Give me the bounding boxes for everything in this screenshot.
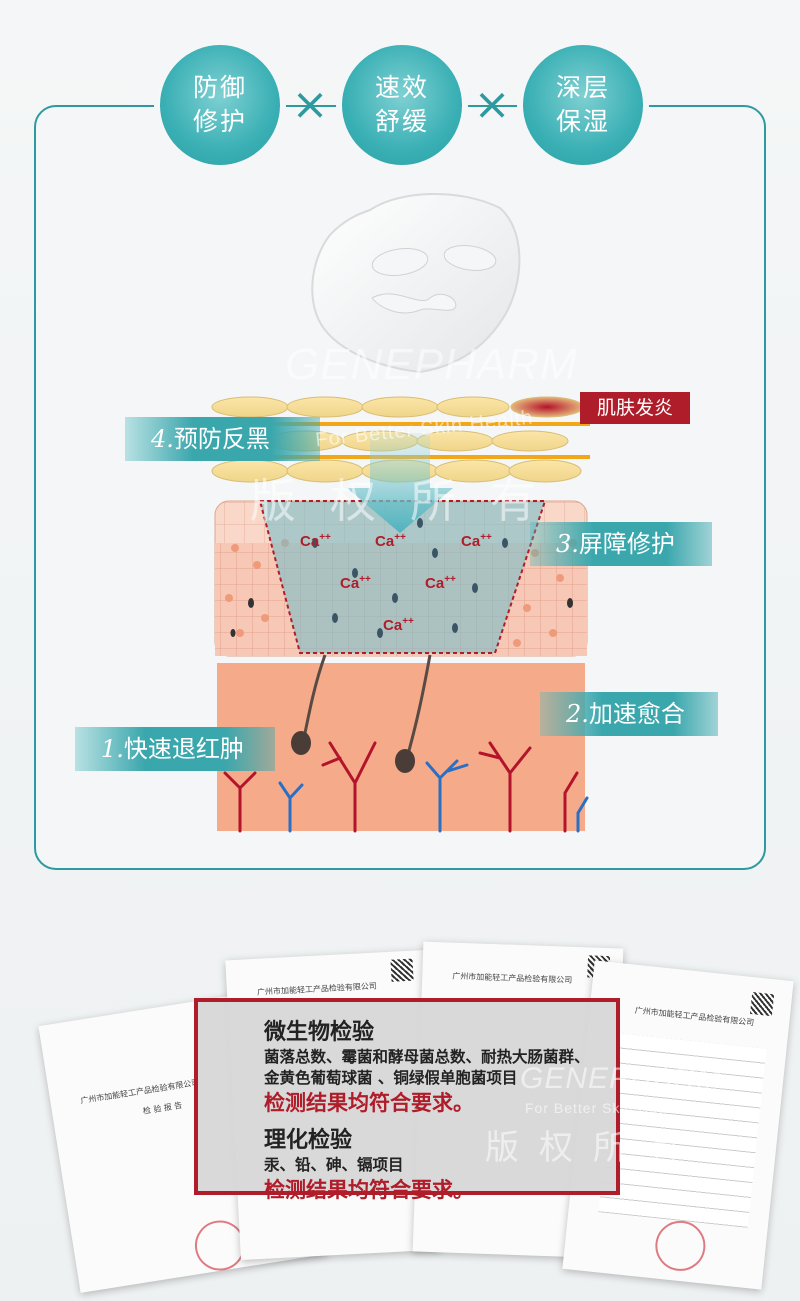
- chem-title: 理化检验: [264, 1127, 353, 1153]
- tag-text: 加速愈合: [588, 700, 685, 728]
- tag-number: 3.: [556, 530, 579, 558]
- seal-stamp: [652, 1218, 708, 1274]
- tag-number: 4.: [151, 425, 174, 453]
- report-sheet-title: 广州市加能轻工产品检验有限公司: [256, 981, 378, 997]
- report-sheet-subtitle: 检 验 报 告: [142, 1100, 183, 1116]
- inspection-summary: 微生物检验 菌落总数、霉菌和酵母菌总数、耐热大肠菌群、 金黄色葡萄球菌 、铜绿假…: [194, 998, 620, 1202]
- report-sheet-title: 广州市加能轻工产品检验有限公司: [634, 1005, 755, 1028]
- tag-text: 快速退红肿: [123, 735, 244, 763]
- tag-text: 预防反黑: [173, 425, 270, 453]
- watermark-rights: 版权所有: [485, 1128, 701, 1168]
- inflamed-skin-label: 肌肤发炎: [580, 392, 690, 424]
- face-mask-icon: [311, 193, 521, 374]
- report-sheet-title: 广州市加能轻工产品检验有限公司: [452, 971, 573, 985]
- qr-code-icon: [750, 992, 775, 1017]
- micro-items-line-1: 菌落总数、霉菌和酵母菌总数、耐热大肠菌群、: [264, 1047, 590, 1066]
- times-icon: ×: [473, 79, 511, 130]
- calcium-ion-label: Ca++: [300, 532, 331, 550]
- times-icon: ×: [291, 79, 329, 130]
- badge-line: 修护: [192, 107, 247, 136]
- tag-prevent-darkening: 4.预防反黑: [125, 417, 320, 461]
- tag-faster-healing: 2.加速愈合: [540, 692, 718, 736]
- micro-result: 检测结果均符合要求。: [264, 1090, 474, 1115]
- epidermis: Ca++ Ca++ Ca++ Ca++ Ca++ Ca++: [214, 500, 588, 657]
- calcium-ion-label: Ca++: [340, 574, 371, 592]
- calcium-ion-label: Ca++: [383, 616, 414, 634]
- badge-deep-moisture: 深层保湿: [523, 45, 643, 165]
- qr-code-icon: [390, 958, 414, 982]
- tag-number: 1.: [101, 735, 124, 763]
- tag-barrier-repair: 3.屏障修护: [530, 522, 712, 566]
- badge-fast-soothe: 速效舒缓: [342, 45, 462, 165]
- watermark-rights: 版权所有: [250, 474, 570, 528]
- tag-text: 屏障修护: [578, 530, 675, 558]
- tag-reduce-redness: 1.快速退红肿: [75, 727, 275, 771]
- micro-items-line-2: 金黄色葡萄球菌 、铜绿假单胞菌项目: [264, 1068, 518, 1087]
- calcium-ion-label: Ca++: [375, 532, 406, 550]
- skin-diagram: Ca++ Ca++ Ca++ Ca++ Ca++ Ca++: [205, 396, 590, 833]
- chem-result: 检测结果均符合要求。: [264, 1177, 474, 1202]
- badge-line: 速效: [374, 73, 429, 102]
- dermis: [217, 654, 589, 833]
- chem-items: 汞、铅、砷、镉项目: [264, 1155, 404, 1174]
- watermark-brand: GENEPHARM: [285, 340, 578, 389]
- calcium-ion-label: Ca++: [425, 574, 456, 592]
- watermark-brand: GENEPHARM: [520, 1062, 723, 1095]
- badge-line: 保湿: [555, 107, 610, 136]
- tag-number: 2.: [566, 700, 589, 728]
- calcium-ion-label: Ca++: [461, 532, 492, 550]
- badge-line: 防御: [192, 73, 247, 102]
- badge-defense-repair: 防御修护: [160, 45, 280, 165]
- watermark-tagline: For Better Skin Health: [525, 1100, 685, 1116]
- micro-title: 微生物检验: [264, 1019, 375, 1045]
- badge-line: 舒缓: [374, 107, 429, 136]
- arrow-down-icon: [347, 433, 453, 533]
- badge-line: 深层: [555, 73, 610, 102]
